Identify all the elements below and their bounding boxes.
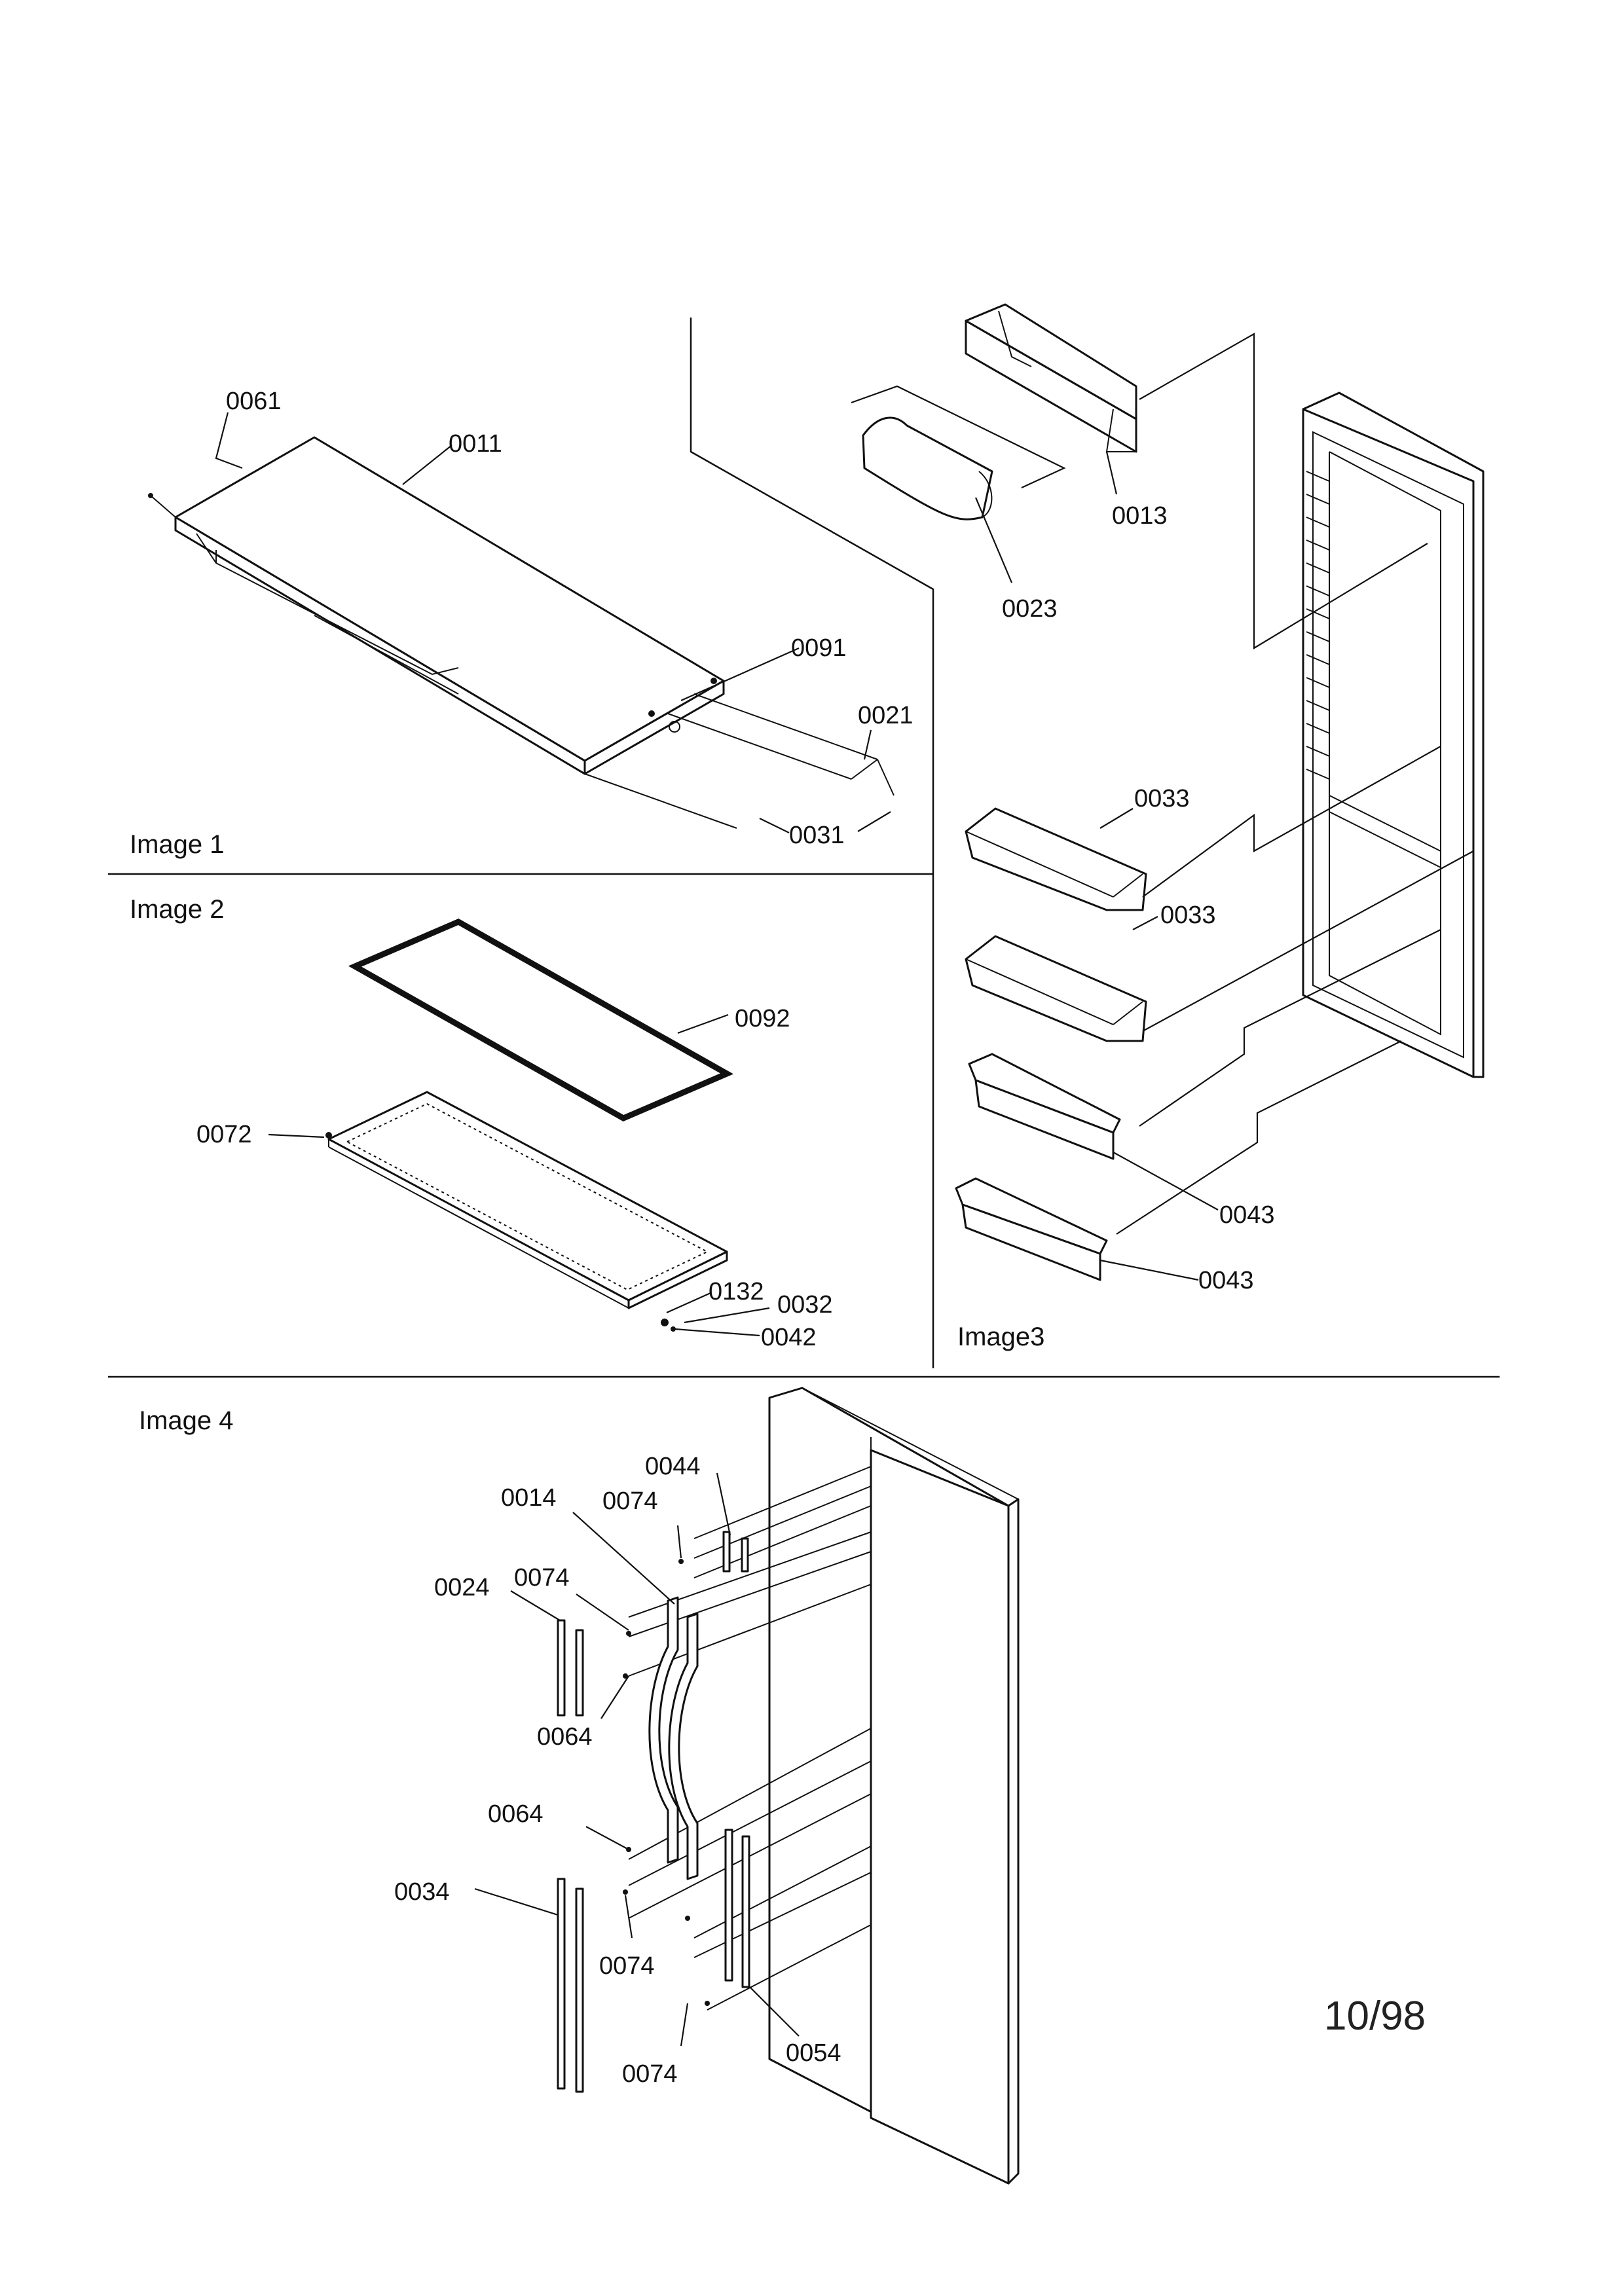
shelf-assembly xyxy=(148,436,895,829)
screws xyxy=(623,1559,710,2006)
door-liner-assembly xyxy=(1302,392,1485,1078)
part-label-0064-upper: 0064 xyxy=(537,1723,593,1751)
part-label-0044: 0044 xyxy=(645,1453,701,1480)
glass-shelf-assembly xyxy=(325,918,734,1332)
door-bin-bottom xyxy=(955,1177,1108,1281)
part-label-0091: 0091 xyxy=(791,634,847,662)
part-label-0074-top: 0074 xyxy=(602,1487,658,1515)
part-label-0013: 0013 xyxy=(1112,502,1168,530)
part-label-0033-lower: 0033 xyxy=(1160,902,1216,929)
part-label-0072: 0072 xyxy=(196,1121,252,1148)
part-label-0011: 0011 xyxy=(449,430,502,458)
part-label-0054: 0054 xyxy=(786,2039,841,2067)
part-label-0014: 0014 xyxy=(501,1484,557,1512)
part-label-0074-upper: 0074 xyxy=(514,1564,570,1592)
door-bin-middle xyxy=(965,935,1147,1042)
liner-ribs xyxy=(1306,471,1330,780)
door-bins xyxy=(955,746,1474,1281)
handle-trim-upper xyxy=(722,1531,749,1573)
part-label-0092: 0092 xyxy=(735,1005,790,1032)
panel-title-image2: Image 2 xyxy=(130,895,225,924)
part-label-0042: 0042 xyxy=(761,1324,817,1351)
part-label-0023: 0023 xyxy=(1002,595,1058,623)
part-label-0074-bottom: 0074 xyxy=(622,2060,678,2088)
door-handle xyxy=(648,1596,699,1880)
revision-date: 10/98 xyxy=(1324,1994,1426,2039)
door-bin-lower xyxy=(968,1053,1121,1160)
part-label-0024: 0024 xyxy=(434,1574,490,1601)
part-label-0043-upper: 0043 xyxy=(1219,1201,1275,1229)
part-label-0021: 0021 xyxy=(858,702,913,729)
door-bin-upper xyxy=(965,807,1147,911)
part-label-0064-lower: 0064 xyxy=(488,1800,544,1828)
panel-title-image3: Image3 xyxy=(957,1322,1044,1351)
butter-bin-assembly xyxy=(851,303,1428,649)
panel-dividers xyxy=(108,318,1500,1378)
bin-leader-lines xyxy=(1116,746,1474,1235)
part-label-0033-upper: 0033 xyxy=(1134,785,1190,812)
part-label-0032: 0032 xyxy=(777,1291,833,1319)
part-label-0061: 0061 xyxy=(226,388,282,415)
panel-title-image1: Image 1 xyxy=(130,830,225,859)
leader-lines xyxy=(215,412,1219,2047)
handle-trim-pieces xyxy=(557,1619,750,2093)
door-handle-assembly xyxy=(557,1387,1020,2185)
part-label-0074-lower: 0074 xyxy=(599,1952,655,1980)
part-label-0034: 0034 xyxy=(394,1878,450,1906)
part-label-0031: 0031 xyxy=(789,822,845,849)
part-label-0043-lower: 0043 xyxy=(1198,1267,1254,1294)
panel-title-image4: Image 4 xyxy=(139,1406,234,1435)
part-label-0132: 0132 xyxy=(709,1278,764,1305)
